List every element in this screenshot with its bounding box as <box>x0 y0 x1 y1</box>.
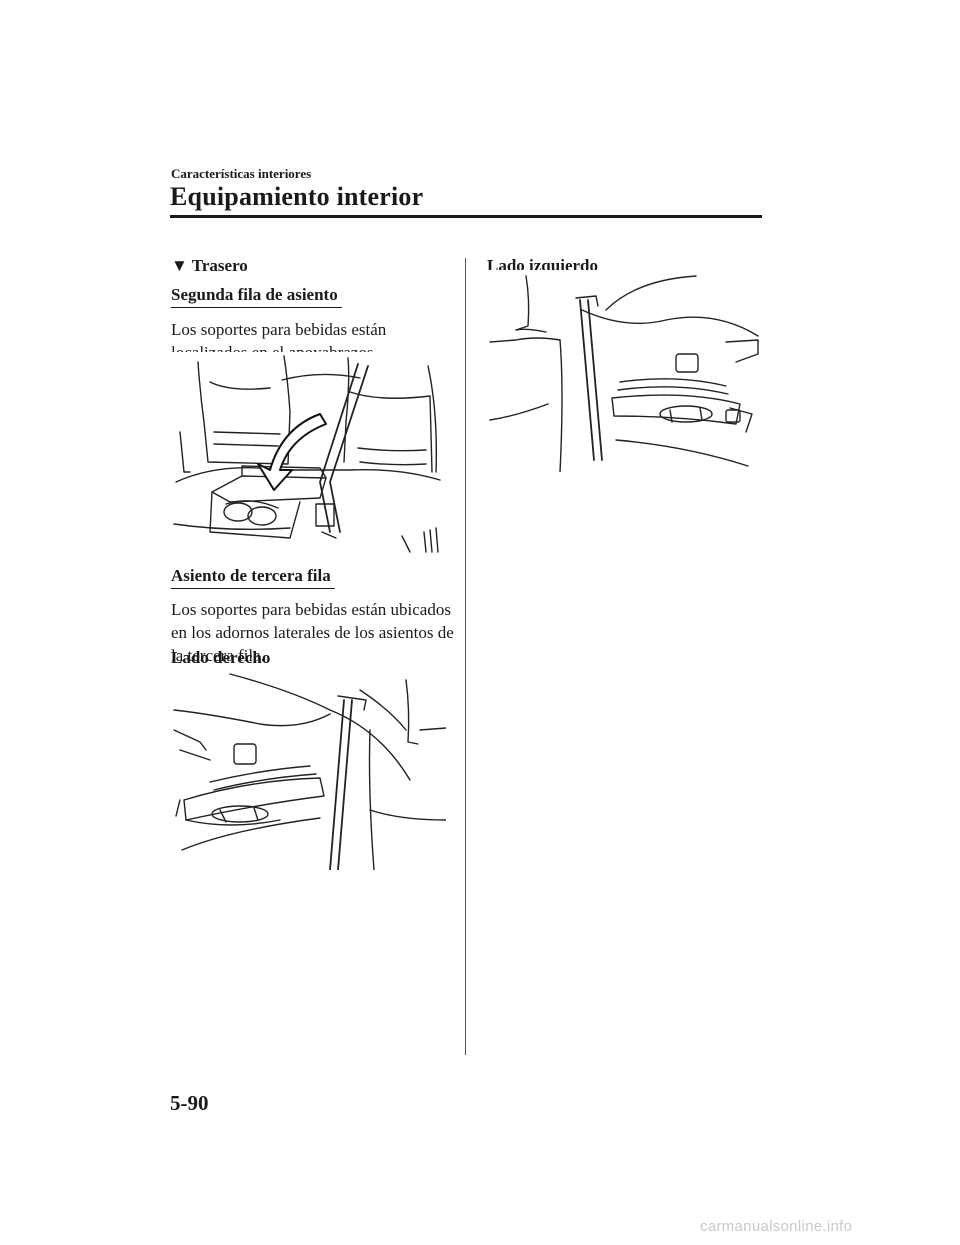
paragraph-line: la tercera fila. <box>171 646 265 665</box>
section-label: Características interiores <box>171 166 312 181</box>
caption-right-side: Lado derecho <box>171 648 271 667</box>
paragraph-line: en los adornos laterales de los asientos… <box>171 623 454 642</box>
watermark: carmanualsonline.info <box>700 1218 853 1235</box>
header-divider <box>170 215 762 218</box>
subsection-title-second-row: Segunda fila de asiento <box>171 285 342 308</box>
armrest-cup-holder-illustration <box>170 352 446 555</box>
paragraph-line: Los soportes para bebidas están <box>171 320 387 339</box>
column-divider <box>465 258 466 1055</box>
section-heading: ▼ Trasero <box>171 254 248 277</box>
left-side-cup-holder-illustration <box>486 270 762 472</box>
page-number: 5-90 <box>170 1091 209 1115</box>
paragraph-third-row: Los soportes para bebidas están ubicados… <box>171 598 454 667</box>
right-side-cup-holder-illustration <box>170 670 446 870</box>
paragraph-line: Los soportes para bebidas están ubicados <box>171 600 451 619</box>
triangle-down-icon: ▼ <box>171 256 188 275</box>
subsection-title-third-row: Asiento de tercera fila <box>171 566 335 589</box>
heading-text: Trasero <box>191 256 248 275</box>
page-title: Equipamiento interior <box>170 182 424 211</box>
